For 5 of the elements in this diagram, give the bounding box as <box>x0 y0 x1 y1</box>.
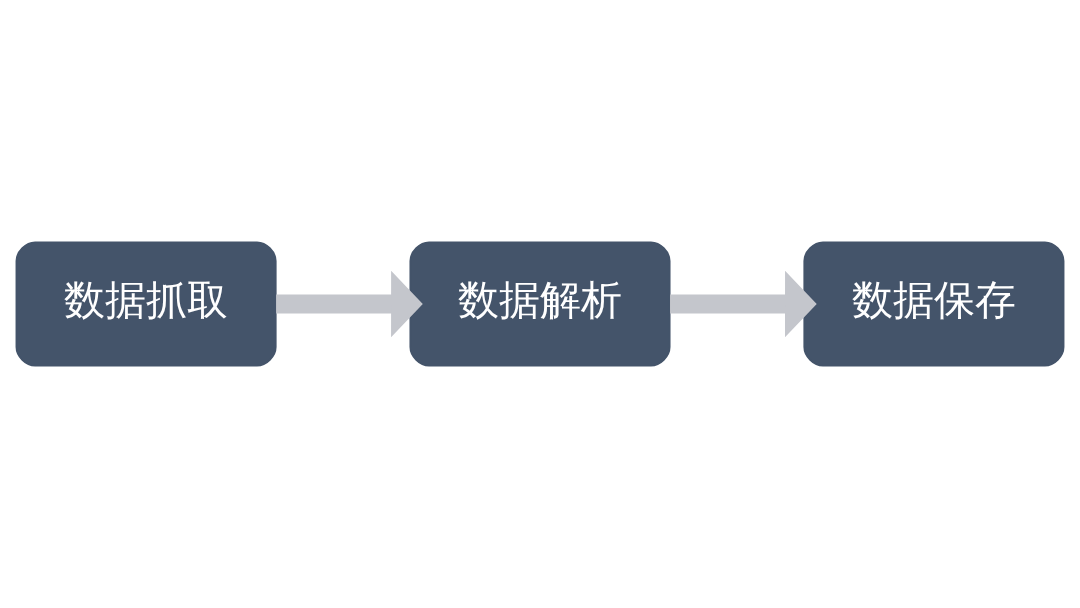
arrow <box>670 270 817 338</box>
node-box: 数据保存 <box>803 241 1065 367</box>
node-box: 数据抓取 <box>15 241 277 367</box>
node-box: 数据解析 <box>409 241 671 367</box>
arrow <box>276 270 423 338</box>
